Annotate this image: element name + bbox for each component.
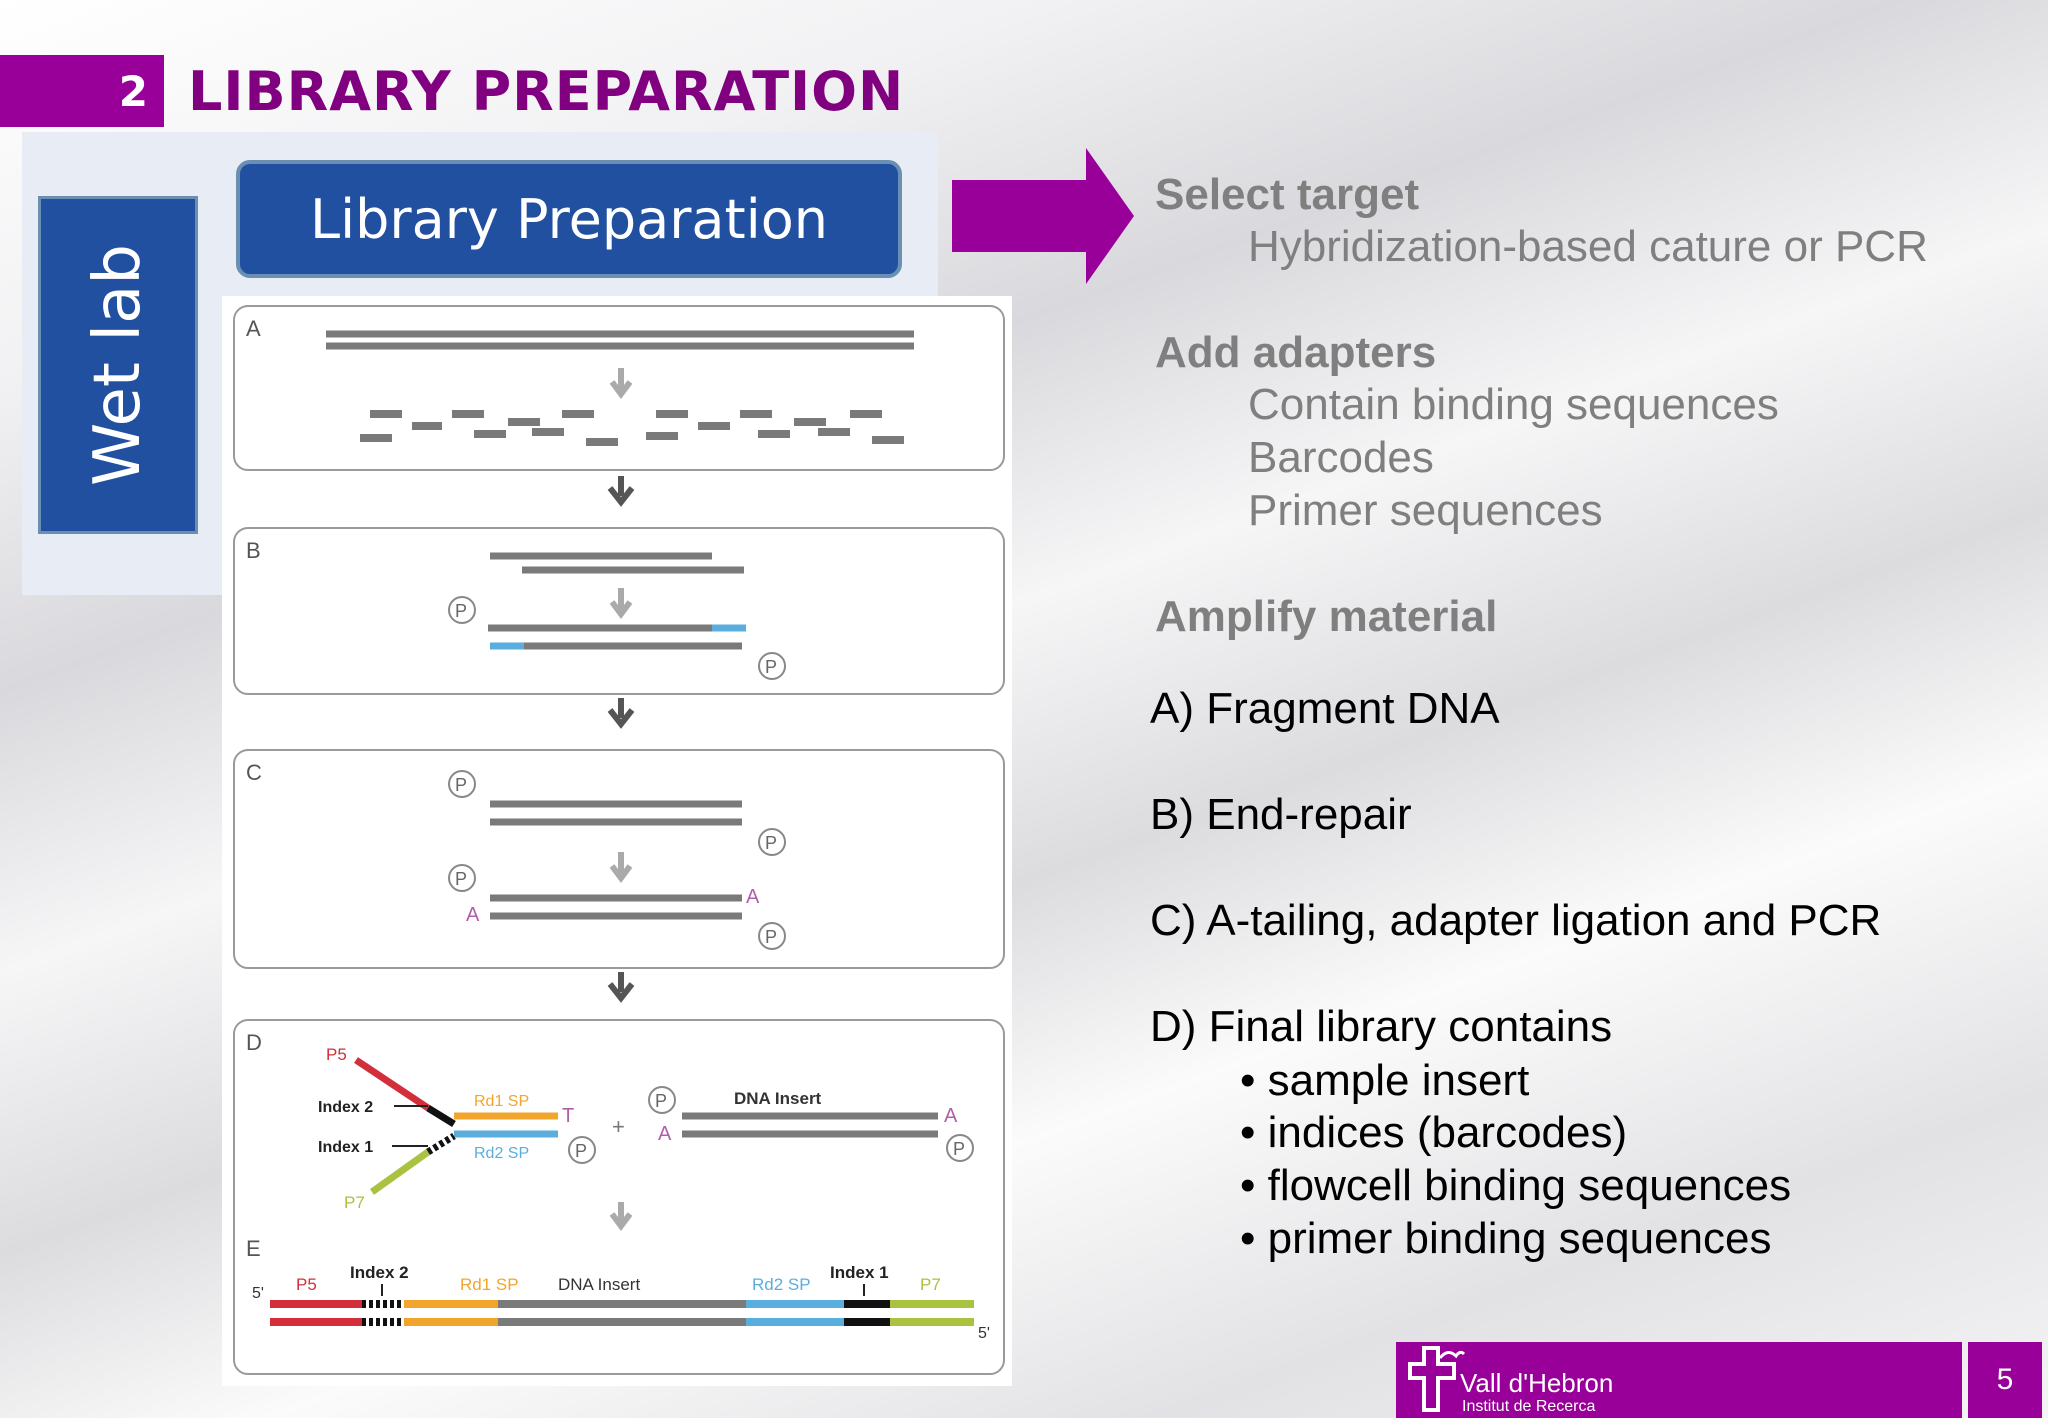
dna-insert-label: DNA Insert	[734, 1089, 822, 1108]
section-number: 2	[0, 55, 164, 127]
phosphate-label: P	[765, 833, 777, 853]
phosphate-icon	[758, 652, 786, 680]
phosphate-label: P	[655, 1091, 667, 1111]
item-binding-sequences: Contain binding sequences	[1248, 380, 1779, 429]
heading-amplify: Amplify material	[1155, 592, 1498, 641]
bullet-indices: • indices (barcodes)	[1240, 1108, 1628, 1157]
step-b: B) End-repair	[1150, 790, 1412, 839]
bullet-sample-insert: • sample insert	[1240, 1056, 1530, 1105]
dna-fragments	[360, 410, 904, 446]
down-arrow-icon	[609, 588, 633, 619]
plus-sign: +	[612, 1114, 625, 1139]
panel-e-label: E	[246, 1236, 261, 1261]
p7-adapter	[369, 1149, 431, 1195]
heading-select-target: Select target	[1155, 170, 1420, 219]
slide-title: LIBRARY PREPARATION	[188, 60, 905, 123]
wetlab-box	[38, 196, 198, 534]
phosphate-icon	[946, 1134, 974, 1162]
down-arrow-icon	[607, 476, 635, 507]
item-primer-sequences: Primer sequences	[1248, 486, 1603, 535]
phosphate-label: P	[455, 775, 467, 795]
library-prep-diagram: A B P P C P P P A A P D P5	[233, 305, 1005, 1375]
phosphate-icon	[568, 1136, 596, 1164]
t-overhang-label: T	[562, 1105, 574, 1127]
rd1-label: Rd1 SP	[474, 1093, 529, 1110]
phosphate-icon	[448, 596, 476, 624]
item-barcodes: Barcodes	[1248, 433, 1434, 482]
a-overhang-label: A	[746, 886, 760, 908]
wetlab-label: Wet lab	[81, 244, 155, 486]
a-overhang-label: A	[466, 904, 480, 926]
phosphate-label: P	[575, 1141, 587, 1161]
five-prime-label: 5'	[978, 1325, 990, 1342]
index1-segment	[426, 1133, 456, 1155]
down-arrow-icon	[607, 972, 635, 1003]
e-p5-label: P5	[296, 1275, 317, 1294]
index2-segment	[426, 1105, 456, 1127]
rd2-label: Rd2 SP	[474, 1145, 529, 1162]
phosphate-icon	[758, 922, 786, 950]
p5-label: P5	[326, 1045, 347, 1064]
logo-line2: Institut de Recerca	[1462, 1398, 1596, 1415]
step-c: C) A-tailing, adapter ligation and PCR	[1150, 896, 1882, 945]
a-overhang-label: A	[658, 1123, 672, 1145]
down-arrow-icon	[609, 1202, 633, 1231]
p5-adapter	[354, 1057, 430, 1111]
down-arrow-icon	[609, 368, 633, 399]
down-arrow-icon	[609, 852, 633, 883]
phosphate-icon	[758, 828, 786, 856]
hospital-cross-icon	[1408, 1346, 1466, 1412]
e-index1-label: Index 1	[830, 1263, 889, 1282]
p7-label: P7	[344, 1193, 365, 1212]
phosphate-icon	[448, 864, 476, 892]
panel-b-label: B	[246, 538, 261, 563]
phosphate-label: P	[455, 869, 467, 889]
wetlab-label-wrap: Wet lab	[38, 196, 198, 534]
panel-d-label: D	[246, 1030, 262, 1055]
bullet-primer-binding: • primer binding sequences	[1240, 1214, 1772, 1263]
five-prime-label: 5'	[252, 1285, 264, 1302]
index1-label: Index 1	[318, 1139, 373, 1156]
down-arrow-icon	[607, 698, 635, 729]
panel-a-label: A	[246, 316, 261, 341]
bullet-flowcell: • flowcell binding sequences	[1240, 1161, 1792, 1210]
e-insert-label: DNA Insert	[558, 1275, 640, 1294]
e-rd2-label: Rd2 SP	[752, 1275, 811, 1294]
e-rd1-label: Rd1 SP	[460, 1275, 519, 1294]
page-number: 5	[1968, 1342, 2042, 1418]
step-d: D) Final library contains	[1150, 1002, 1613, 1051]
step-a: A) Fragment DNA	[1150, 684, 1500, 733]
purple-arrow-icon	[952, 148, 1134, 284]
logo-line1: Vall d'Hebron	[1460, 1368, 1614, 1398]
phosphate-label: P	[953, 1139, 965, 1159]
phosphate-label: P	[455, 601, 467, 621]
e-p7-label: P7	[920, 1275, 941, 1294]
library-preparation-box: Library Preparation	[236, 160, 902, 278]
heading-add-adapters: Add adapters	[1155, 328, 1437, 377]
e-index2-label: Index 2	[350, 1263, 409, 1282]
phosphate-label: P	[765, 927, 777, 947]
a-overhang-label: A	[944, 1105, 958, 1127]
phosphate-icon	[448, 770, 476, 798]
phosphate-icon	[648, 1086, 676, 1114]
index2-label: Index 2	[318, 1099, 373, 1116]
footer-logo-bar	[1396, 1342, 1962, 1418]
item-hybridization: Hybridization-based cature or PCR	[1248, 222, 1928, 271]
panel-c-label: C	[246, 760, 262, 785]
phosphate-label: P	[765, 657, 777, 677]
